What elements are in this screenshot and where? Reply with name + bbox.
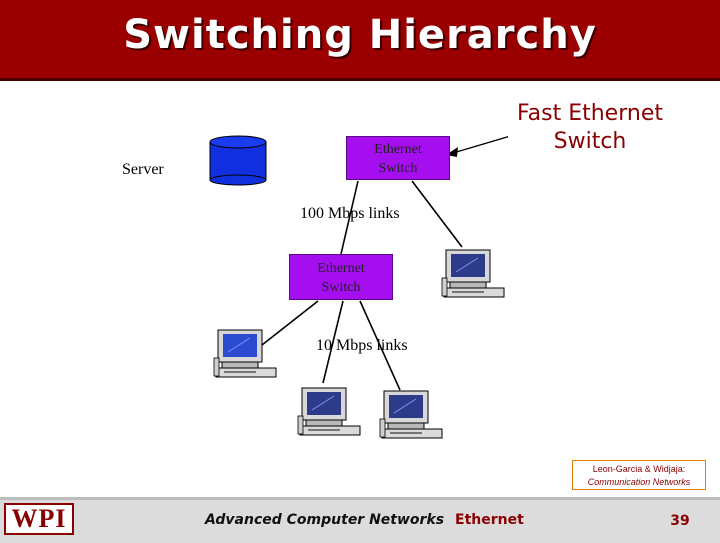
callout-line2: Switch bbox=[553, 129, 627, 154]
link-mid-switch-to-pc-bottom-right bbox=[359, 300, 401, 391]
computer-icon bbox=[379, 390, 443, 439]
slide-title: Switching Hierarchy bbox=[123, 12, 597, 58]
link-mid-switch-to-pc-bottom-left bbox=[322, 300, 344, 384]
citation-line2: Communication Networks bbox=[587, 477, 691, 487]
server-icon bbox=[209, 135, 267, 186]
wpi-logo: WPI bbox=[4, 503, 74, 535]
switch-label-line2: Switch bbox=[321, 280, 361, 295]
link-top-switch-to-mid-switch bbox=[340, 180, 359, 255]
switch-label-line2: Switch bbox=[378, 161, 418, 176]
computer-icon bbox=[297, 387, 361, 436]
switch-label-line1: Ethernet bbox=[374, 142, 422, 157]
footer-course-title: Advanced Computer Networks bbox=[205, 512, 445, 528]
page-number: 39 bbox=[670, 513, 690, 529]
title-bar: Switching Hierarchy bbox=[0, 0, 720, 78]
link-top-switch-to-pc-right bbox=[411, 180, 463, 248]
title-divider bbox=[0, 78, 720, 81]
computer-icon bbox=[213, 329, 277, 378]
ethernet-switch-middle: Ethernet Switch bbox=[289, 254, 393, 300]
callout-line1: Fast Ethernet bbox=[517, 101, 663, 126]
switch-label-line1: Ethernet bbox=[317, 261, 365, 276]
footer-bar bbox=[0, 497, 720, 543]
computer-icon bbox=[441, 249, 505, 298]
link-label-100mbps: 100 Mbps links bbox=[300, 205, 400, 222]
citation-line1: Leon-Garcia & Widjaja: bbox=[592, 464, 686, 474]
ethernet-switch-top: Ethernet Switch bbox=[346, 136, 450, 180]
citation-box: Leon-Garcia & Widjaja: Communication Net… bbox=[572, 460, 706, 490]
fast-ethernet-switch-callout: Fast Ethernet Switch bbox=[508, 100, 672, 156]
link-label-10mbps: 10 Mbps links bbox=[316, 337, 408, 354]
link-mid-switch-to-pc-left bbox=[261, 300, 319, 346]
footer-topic: Ethernet bbox=[455, 512, 524, 528]
server-label: Server bbox=[122, 161, 164, 179]
